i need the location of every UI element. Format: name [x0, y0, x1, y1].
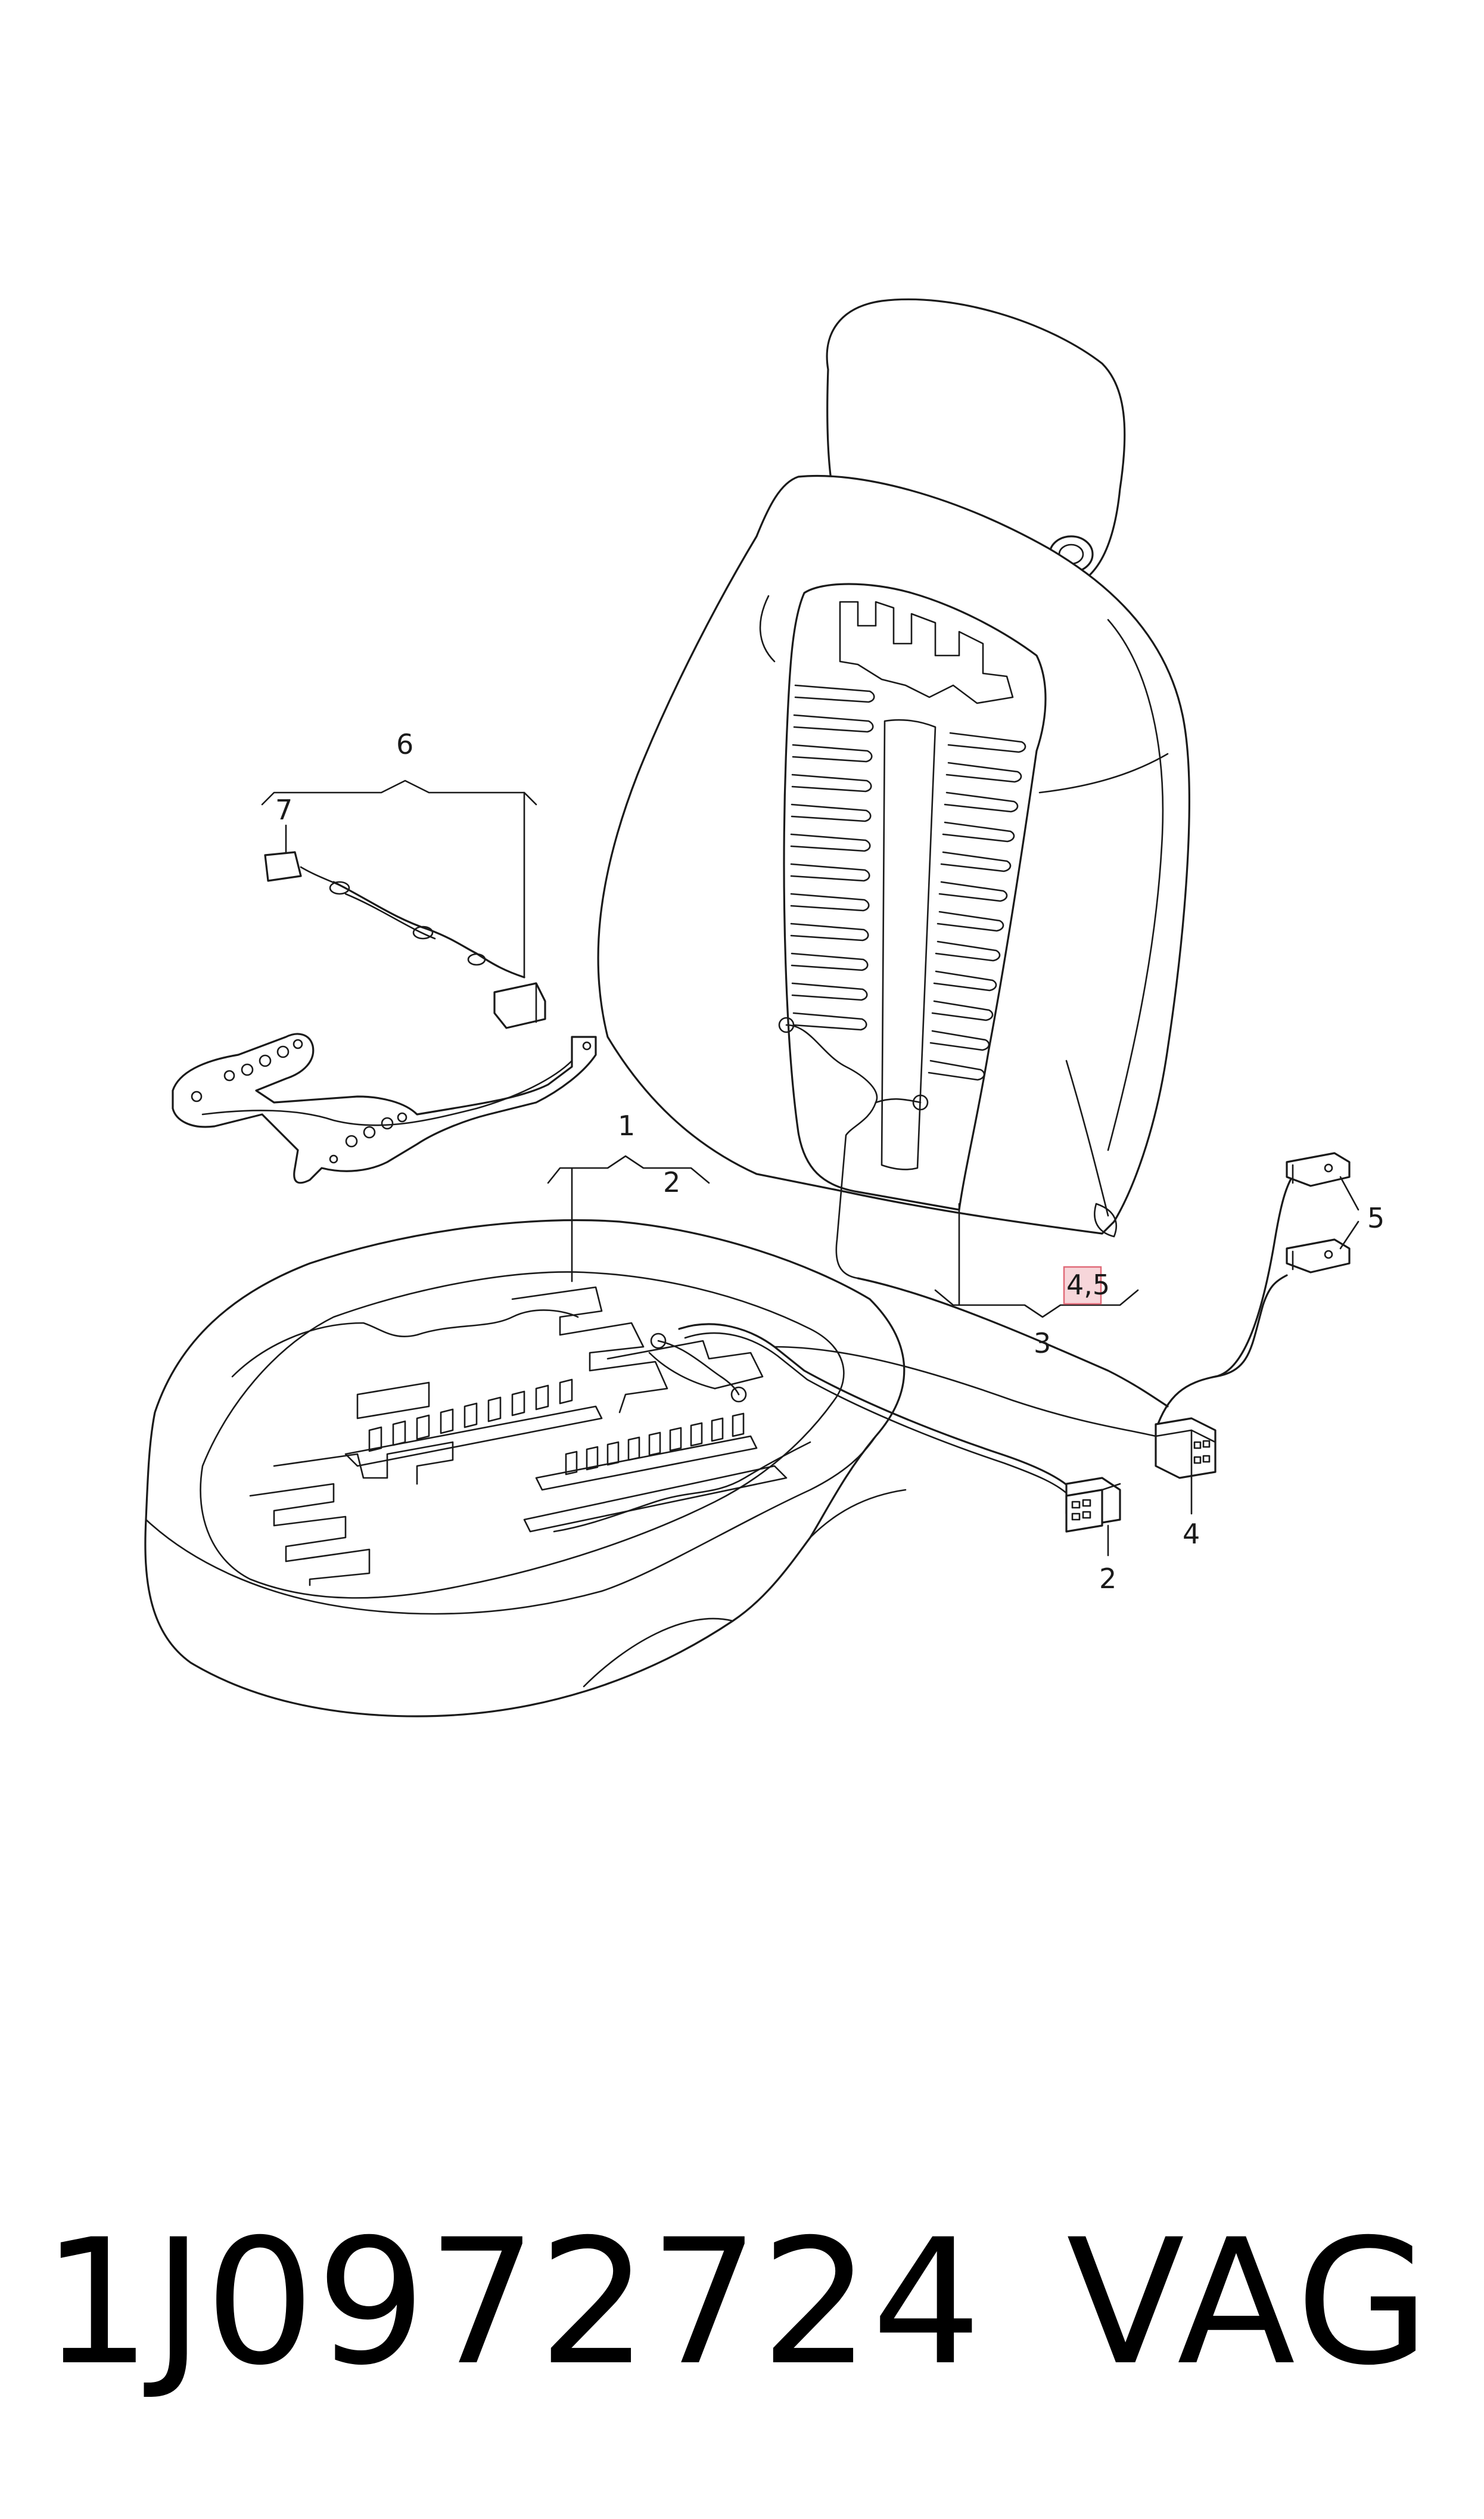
- seat-backrest: [597, 298, 1190, 1279]
- callout-3: 3: [1034, 1327, 1051, 1359]
- cushion-left-ribs: [344, 1378, 603, 1467]
- seat-cushion: [144, 1219, 907, 1717]
- connector-5-lower: [1286, 1238, 1351, 1274]
- callout-1: 1: [618, 1110, 635, 1142]
- callout-leaders: [261, 779, 1359, 1557]
- connector-2: [1065, 1477, 1121, 1533]
- cushion-outer: [144, 1219, 906, 1717]
- callout-2-upper: 2: [663, 1166, 680, 1198]
- callout-6: 6: [396, 728, 413, 760]
- mounting-bracket: [172, 1033, 597, 1184]
- backrest-left-ribs: [790, 684, 875, 1031]
- cushion-heating-element: [200, 1271, 845, 1599]
- callout-2-lower: 2: [1099, 1563, 1116, 1595]
- callout-4-5: 4,5: [1066, 1269, 1110, 1301]
- connector-5-upper: [1286, 1152, 1351, 1187]
- callout-labels: 6 7 1 2 4,5 3 5 4 2: [275, 728, 1385, 1595]
- seat-heating-diagram: 6 7 1 2 4,5 3 5 4 2: [144, 298, 1385, 1717]
- backrest-heating-element: [783, 583, 1047, 1211]
- part-number: 1J0972724: [42, 2203, 983, 2403]
- callout-7: 7: [275, 794, 293, 826]
- control-unit-assembly: [172, 851, 597, 1184]
- bracket-holes: [191, 1039, 592, 1164]
- brand-label: VAG: [1066, 2203, 1433, 2403]
- wiring-harness: [678, 1167, 1300, 1497]
- callout-4: 4: [1183, 1518, 1200, 1550]
- connector-4: [1155, 1417, 1217, 1479]
- cushion-right-ribs: [523, 1412, 788, 1533]
- callout-highlight: [1063, 1266, 1102, 1305]
- backrest-right-ribs: [928, 732, 1026, 1081]
- callout-5: 5: [1367, 1202, 1385, 1234]
